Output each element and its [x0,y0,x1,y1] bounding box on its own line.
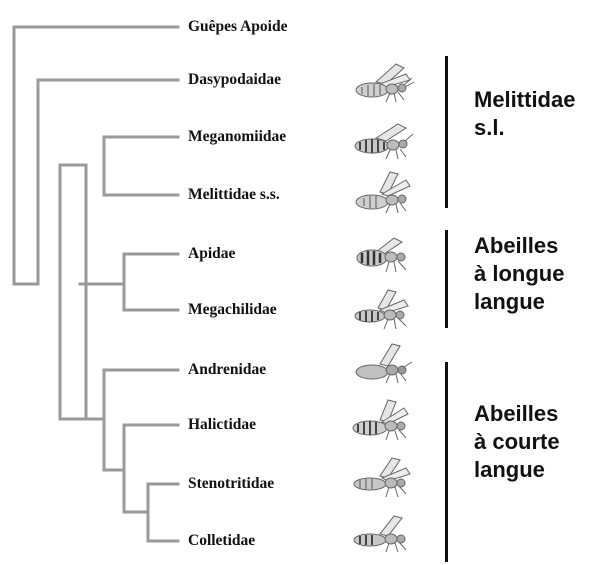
tree-branch [86,284,104,419]
group-bracket [445,362,448,562]
tree-branch [86,370,178,470]
group-label-line: Abeilles [474,400,560,428]
taxon-label: Dasypodaidae [188,71,281,89]
group-label-line: langue [474,288,564,316]
taxon-label: Apidae [188,245,235,263]
group-bracket [445,230,448,328]
group-label-line: à longue [474,260,564,288]
bee-icon [346,514,418,558]
taxon-label: Stenotritidae [188,475,274,493]
bee-icon [346,340,418,384]
taxon-label: Guêpes Apoide [188,18,287,36]
bee-icon [346,398,418,442]
group-label-line: à courte [474,428,560,456]
tree-branch [80,254,178,310]
group-label-line: langue [474,456,560,484]
tree-branch [60,165,86,419]
bee-icon [346,60,418,104]
taxon-label: Andrenidae [188,361,266,379]
tree-branch [104,137,178,195]
taxon-label: Megachilidae [188,301,277,319]
taxon-label: Colletidae [188,532,255,550]
group-label: Abeilles à longue langue [474,232,564,316]
bee-icon [346,118,418,162]
group-bracket [445,56,448,208]
tree-branch [124,484,178,541]
group-label-line: s.l. [474,114,575,142]
taxon-label: Melittidae s.s. [188,186,280,204]
bee-icon [346,456,418,500]
bee-icon [346,232,418,276]
bee-icon [346,288,418,332]
group-label-line: Melittidae [474,86,575,114]
tree-branch [104,425,178,512]
taxon-label: Halictidae [188,416,256,434]
group-label-line: Abeilles [474,232,564,260]
group-label: Abeilles à courte langue [474,400,560,484]
taxon-label: Meganomiidae [188,128,286,146]
bee-icon [346,170,418,214]
group-label: Melittidae s.l. [474,86,575,142]
